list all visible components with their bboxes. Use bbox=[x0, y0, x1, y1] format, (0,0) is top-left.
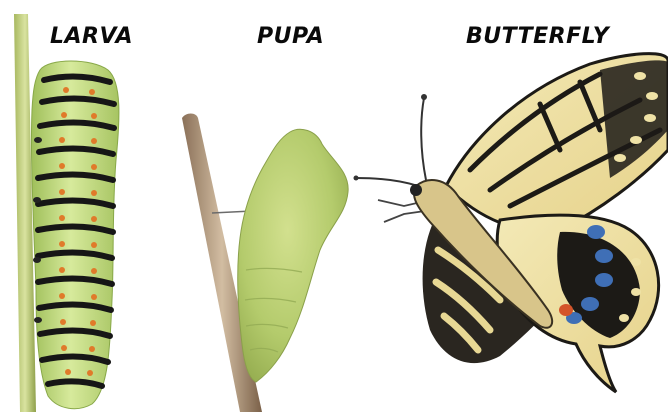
chrysalis bbox=[238, 129, 348, 382]
pupa-label: PUPA bbox=[257, 26, 324, 48]
larva-stage bbox=[14, 14, 119, 412]
butterfly-antennae bbox=[356, 98, 426, 186]
butterfly-eye bbox=[410, 184, 422, 196]
butterfly-stage bbox=[354, 54, 668, 392]
butterfly-label: BUTTERFLY bbox=[466, 26, 609, 48]
pupa-stage bbox=[182, 114, 348, 412]
eyespot-red bbox=[559, 304, 573, 316]
larva-label: LARVA bbox=[50, 26, 133, 48]
